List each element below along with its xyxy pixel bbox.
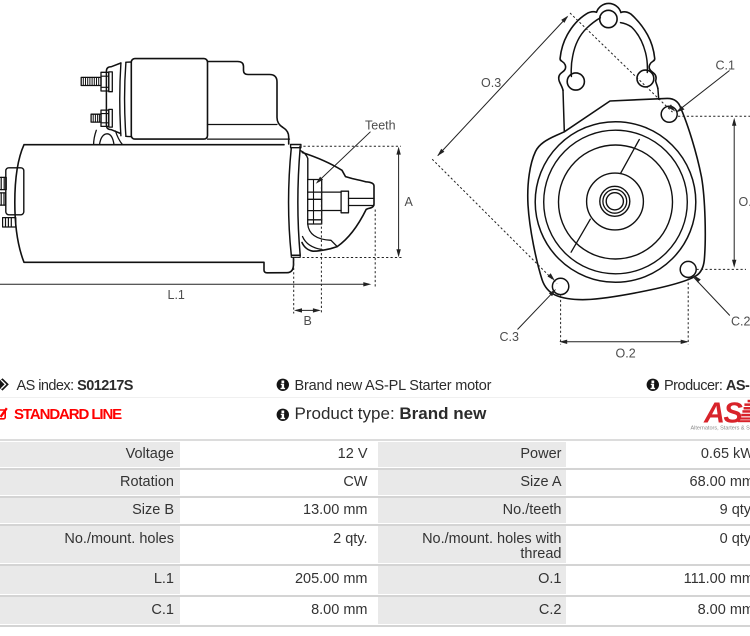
svg-text:Alternators, Starters & Spare: Alternators, Starters & Spare parts [691,425,750,431]
svg-text:B: B [304,314,312,328]
svg-text:C.1: C.1 [716,59,736,73]
svg-text:L.1: L.1 [168,288,185,302]
svg-text:Teeth: Teeth [365,119,396,133]
svg-text:O.2: O.2 [616,347,636,361]
svg-text:C.3: C.3 [500,330,520,344]
svg-text:O.1: O.1 [739,195,750,209]
svg-text:O.3: O.3 [481,76,501,90]
svg-text:AS: AS [703,397,743,429]
svg-text:C.2: C.2 [731,315,750,329]
svg-text:A: A [405,195,414,209]
